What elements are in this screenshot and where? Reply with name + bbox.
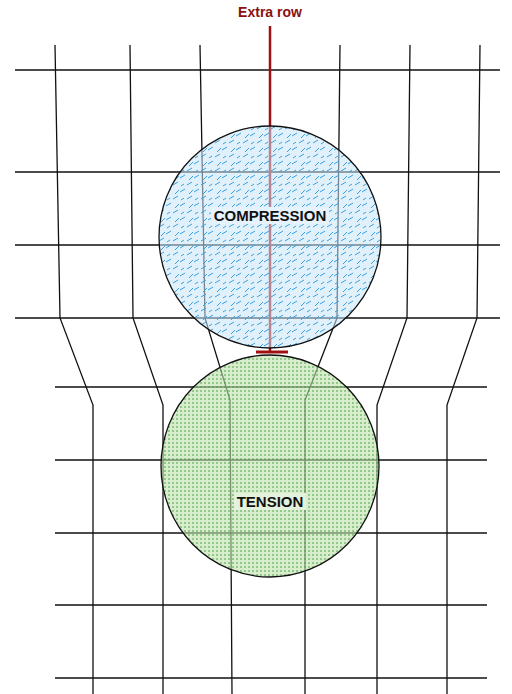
lattice-row xyxy=(55,677,487,678)
lattice-row xyxy=(15,69,500,70)
zone-circle xyxy=(161,355,379,577)
tension-zone: TENSION xyxy=(160,354,380,578)
lattice-column xyxy=(55,45,93,694)
zone-label: COMPRESSION xyxy=(211,207,330,224)
zone-outline xyxy=(158,125,382,349)
zone-text-group: TENSION xyxy=(234,493,307,510)
dislocation-core xyxy=(256,351,288,354)
lattice-row xyxy=(55,604,487,605)
lattice-column xyxy=(447,45,480,694)
zone-text-group: COMPRESSION xyxy=(211,207,330,224)
lattice-column xyxy=(130,45,163,694)
lattice-lines xyxy=(15,45,500,694)
zone-outline xyxy=(160,354,380,578)
zone-circle xyxy=(159,126,381,348)
lattice-column xyxy=(377,45,410,694)
zone-label: TENSION xyxy=(234,493,307,510)
compression-zone: COMPRESSION xyxy=(158,125,382,349)
extra-row-line xyxy=(269,26,272,352)
extra-row-label: Extra row xyxy=(238,4,302,20)
